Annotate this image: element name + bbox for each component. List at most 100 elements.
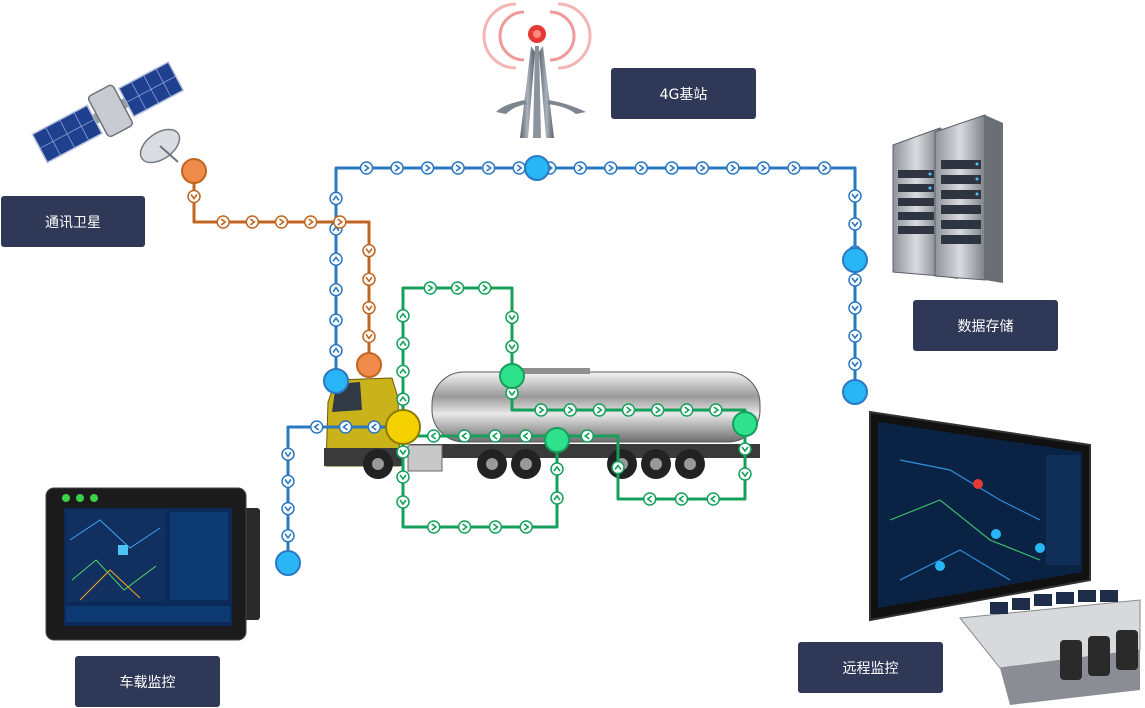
flow-arrow	[478, 281, 492, 295]
flow-arrow	[420, 161, 435, 175]
flow-arrow	[187, 189, 201, 204]
flow-arrow	[512, 161, 526, 175]
flow-arrow	[621, 403, 636, 417]
flow-arrow	[563, 403, 577, 417]
flow-arrow	[329, 282, 343, 297]
flow-arrow	[674, 492, 689, 506]
flow-arrow	[650, 403, 665, 417]
flow-arrow	[359, 161, 374, 175]
sensor-node-rear	[732, 411, 758, 437]
flow-arrow	[848, 357, 862, 371]
flow-arrow	[848, 273, 862, 287]
flow-arrow	[362, 272, 376, 286]
flow-arrow	[695, 161, 710, 175]
flow-arrow	[550, 491, 564, 505]
flow-arrow	[423, 281, 437, 295]
sensor-node-top	[499, 363, 525, 389]
flow-arrow	[362, 301, 376, 315]
flow-arrow	[756, 161, 771, 175]
flow-arrow	[534, 403, 548, 417]
storage-label: 数据存储	[913, 300, 1058, 351]
flow-arrow	[396, 392, 410, 406]
orange-link-satellite	[192, 171, 371, 365]
flow-arrow	[338, 420, 353, 434]
flow-arrow	[390, 161, 404, 175]
flow-arrow	[848, 217, 862, 231]
flow-arrow	[738, 442, 752, 456]
flow-arrow	[303, 215, 318, 229]
remote-monitor-label: 远程监控	[798, 642, 943, 693]
flow-arrow	[396, 309, 410, 323]
flow-arrow	[329, 191, 343, 206]
flow-arrows	[187, 161, 862, 543]
flow-arrow	[245, 215, 260, 229]
storage-node-lower	[842, 379, 868, 405]
flow-arrow	[367, 420, 381, 434]
flow-arrow	[457, 429, 472, 443]
flow-arrow	[362, 329, 376, 344]
flow-arrow	[281, 474, 295, 489]
flow-arrow	[787, 161, 801, 175]
flow-arrow	[451, 161, 465, 175]
flow-arrow	[329, 343, 343, 358]
flow-arrow	[396, 495, 410, 509]
flow-arrow	[505, 310, 519, 325]
vehicle-monitor-label: 车载监控	[75, 656, 220, 707]
flow-arrow	[848, 189, 862, 203]
connection-lines	[192, 166, 857, 563]
flow-arrow	[505, 339, 519, 354]
flow-arrow	[519, 429, 533, 443]
flow-arrow	[488, 520, 503, 534]
flow-arrow	[848, 301, 862, 315]
tower-node	[524, 155, 550, 181]
satellite-node	[181, 158, 207, 184]
flow-arrow	[680, 403, 694, 417]
flow-arrow	[604, 161, 618, 175]
flow-arrow	[426, 429, 441, 443]
flow-arrow	[396, 336, 410, 351]
flow-arrow	[310, 420, 324, 434]
flow-arrow	[848, 329, 862, 343]
flow-arrow	[611, 460, 625, 475]
flow-arrow	[396, 470, 410, 484]
flow-arrow	[488, 429, 502, 443]
flow-arrow	[396, 445, 410, 459]
connection-nodes	[181, 155, 868, 576]
storage-node-upper	[842, 247, 868, 273]
flow-arrow	[362, 243, 376, 258]
blue-link-backbone	[334, 166, 857, 392]
flow-arrow	[592, 403, 607, 417]
flow-arrow	[573, 161, 587, 175]
flow-arrow	[481, 161, 496, 175]
flow-arrow	[450, 281, 465, 295]
flow-arrow	[665, 161, 679, 175]
vehicle-tablet-icon	[45, 487, 260, 641]
blue-link-tablet	[286, 425, 403, 563]
cell-tower-icon	[482, 2, 592, 138]
flow-arrow	[817, 161, 832, 175]
flow-arrow	[457, 520, 472, 534]
flow-arrow	[643, 492, 657, 506]
server-rack-icon	[892, 114, 1003, 283]
flow-arrow	[274, 215, 289, 229]
flow-arrow	[329, 313, 343, 327]
truck-blue-node	[323, 368, 349, 394]
flow-arrow	[706, 492, 720, 506]
flow-arrow	[396, 364, 410, 379]
flow-arrow	[726, 161, 740, 175]
flow-arrow	[550, 462, 564, 476]
sensor-node-mid	[544, 427, 570, 453]
flow-arrow	[519, 520, 533, 534]
flow-arrow	[580, 429, 595, 443]
truck-hub-node	[385, 409, 421, 445]
flow-arrow	[709, 403, 723, 417]
flow-arrow	[329, 252, 343, 267]
flow-arrow	[281, 529, 295, 543]
satellite-label: 通讯卫星	[1, 196, 145, 247]
flow-arrow	[281, 501, 295, 516]
flow-arrow	[634, 161, 649, 175]
truck-orange-node	[356, 352, 382, 378]
flow-arrow	[333, 215, 347, 229]
control-room-icon	[869, 410, 1141, 705]
flow-arrow	[281, 447, 295, 461]
